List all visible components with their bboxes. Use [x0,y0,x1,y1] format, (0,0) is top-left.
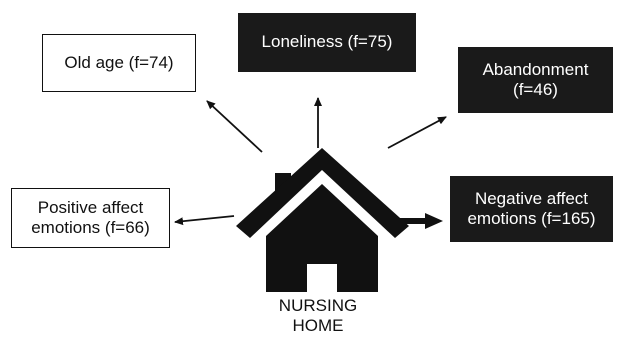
node-loneliness: Loneliness (f=75) [238,13,416,72]
arrow-to-old-age [206,100,263,153]
arrow-to-abandonment [387,116,447,149]
house-icon [236,148,409,292]
node-negative-affect: Negative affect emotions (f=165) [450,176,613,242]
arrow-to-positive-affect [174,215,235,226]
node-old-age: Old age (f=74) [42,34,196,92]
center-label: NURSING HOME [278,296,358,336]
arrow-to-negative-affect [395,213,443,229]
node-abandonment: Abandonment (f=46) [458,47,613,113]
node-positive-affect: Positive affect emotions (f=66) [11,188,170,248]
